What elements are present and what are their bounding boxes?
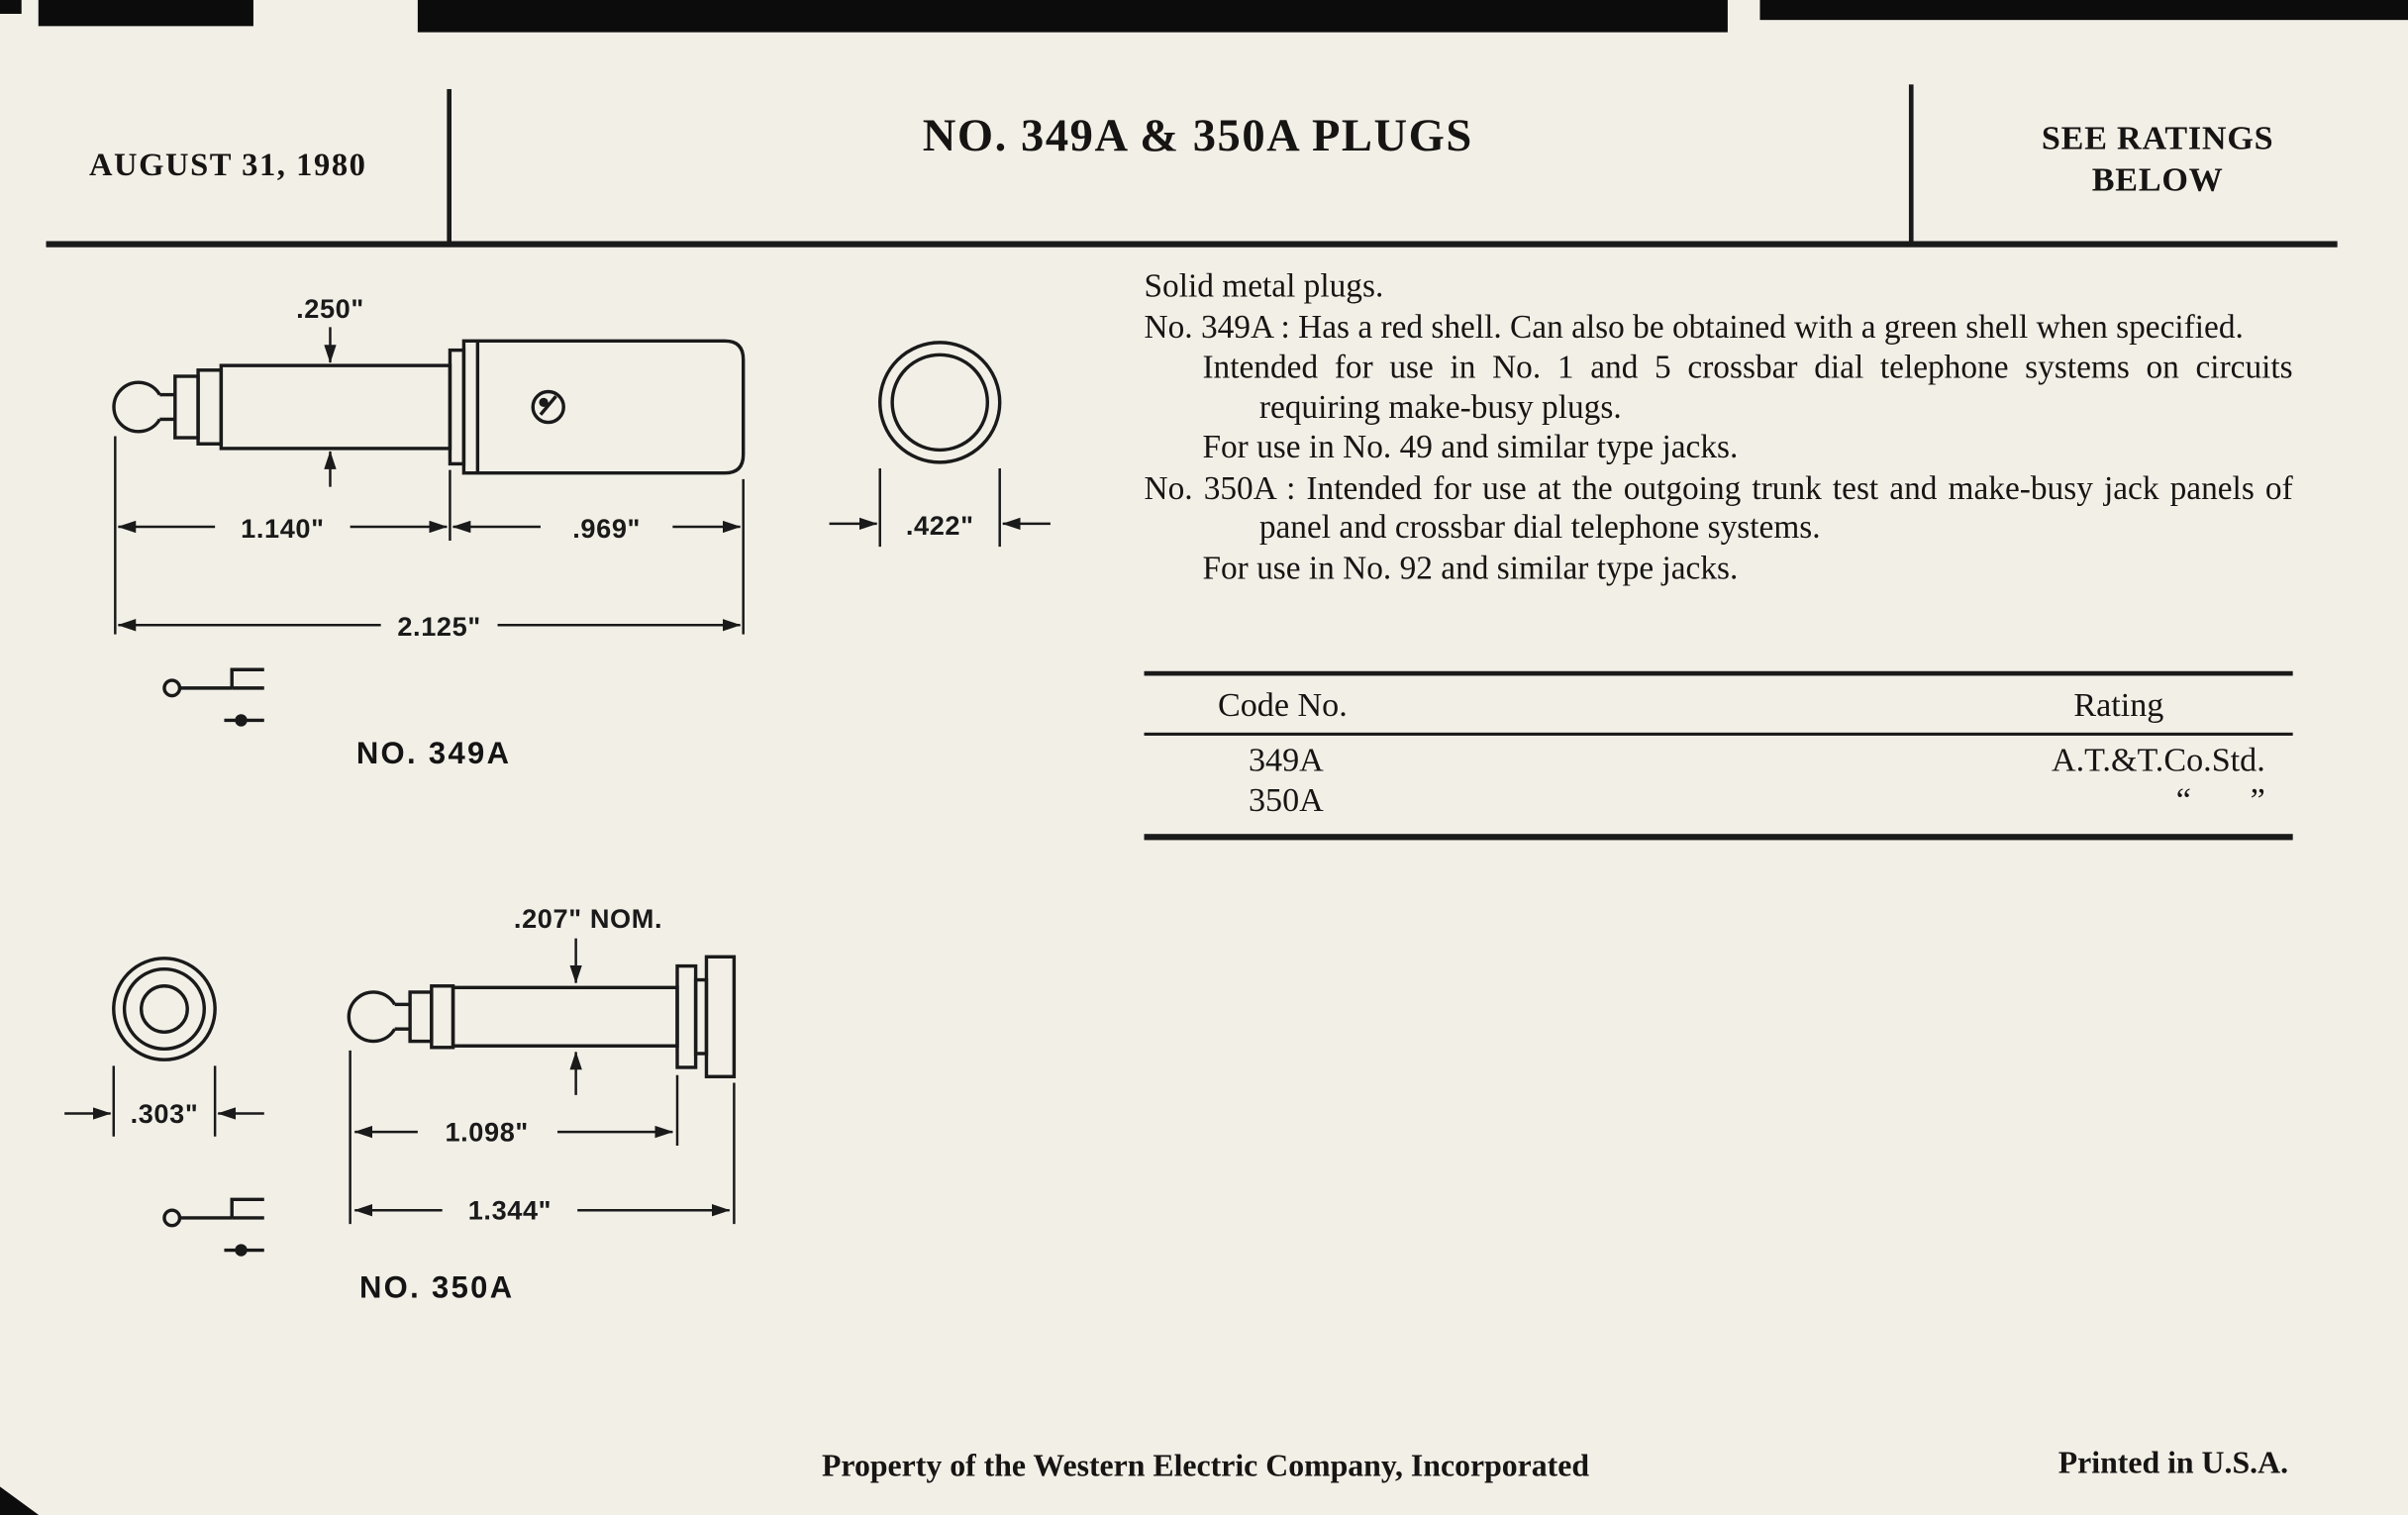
ratings-note: SEE RATINGS BELOW: [1928, 117, 2388, 200]
ratings-table-header: Code No. Rating: [1144, 675, 2293, 736]
dimensions-350a-end: [64, 1065, 264, 1137]
ratings-note-line2: BELOW: [2091, 159, 2224, 199]
ratings-table-body: 349A A.T.&T.Co.Std. 350A “ ”: [1145, 736, 2293, 834]
rating-cell: A.T.&T.Co.Std.: [2051, 740, 2265, 779]
dimension-label: .207" NOM.: [514, 903, 662, 934]
dimension-label: .422": [906, 510, 974, 541]
dimension-label: .969": [572, 513, 641, 544]
drawing-350a-end-view: [112, 957, 217, 1061]
code-cell: 349A: [1248, 740, 1324, 779]
code-cell: 350A: [1248, 779, 1324, 819]
header-divider-left: [447, 88, 452, 244]
ratings-note-line1: SEE RATINGS: [2041, 118, 2274, 157]
note-349a-intended-use: Intended for use in No. 1 and 5 crossbar…: [1202, 349, 2293, 425]
intro-text: Solid metal plugs.: [1144, 266, 1384, 305]
drawing-349a-end-view: [878, 341, 1002, 464]
dimensions-350a: [349, 938, 736, 1225]
scan-artifact: [417, 0, 1728, 33]
drawing-label-350a: NO. 350A: [359, 1270, 515, 1305]
rating-cell: “ ”: [2175, 779, 2265, 819]
table-row: 350A “ ”: [1249, 780, 2265, 820]
note-350a-jacks: For use in No. 92 and similar type jacks…: [1202, 549, 1739, 586]
plug-schematic-symbol-350a: [162, 1197, 266, 1259]
scan-artifact: [1759, 0, 2408, 21]
printed-note: Printed in U.S.A.: [2057, 1447, 2289, 1481]
description-block: Solid metal plugs. No. 349A : Has a red …: [1145, 265, 2293, 589]
column-header-rating: Rating: [2073, 684, 2164, 724]
plug-schematic-symbol-349a: [162, 667, 264, 727]
document-date: AUGUST 31, 1980: [88, 146, 367, 183]
dimension-label: 1.140": [241, 513, 324, 544]
drawing-350a-side-view: [347, 955, 737, 1078]
dimensions-349a: [114, 327, 745, 635]
column-header-code: Code No.: [1217, 684, 1348, 724]
table-row: 349A A.T.&T.Co.Std.: [1249, 741, 2265, 780]
scan-artifact: [38, 0, 253, 27]
header-divider-right: [1908, 84, 1914, 244]
scan-artifact: [0, 0, 22, 14]
note-349a-jacks: For use in No. 49 and similar type jacks…: [1202, 428, 1739, 465]
drawing-label-349a: NO. 349A: [356, 736, 512, 770]
dimension-label: .303": [131, 1098, 199, 1129]
dimensions-349a-end: [829, 468, 1051, 548]
note-350a: No. 350A : Intended for use at the outgo…: [1144, 468, 2293, 546]
note-349a: No. 349A : Has a red shell. Can also be …: [1144, 307, 2244, 346]
dimension-label: 1.098": [445, 1116, 528, 1147]
header-rule: [46, 241, 2338, 248]
drawing-349a-side-view: [112, 339, 746, 475]
dimension-label: 1.344": [468, 1195, 552, 1226]
dimension-label: .250": [296, 293, 364, 324]
ratings-table: Code No. Rating 349A A.T.&T.Co.Std. 350A…: [1144, 670, 2293, 841]
dimension-label: 2.125": [397, 611, 480, 642]
property-notice: Property of the Western Electric Company…: [822, 1450, 1590, 1484]
page-title: NO. 349A & 350A PLUGS: [922, 110, 1473, 161]
